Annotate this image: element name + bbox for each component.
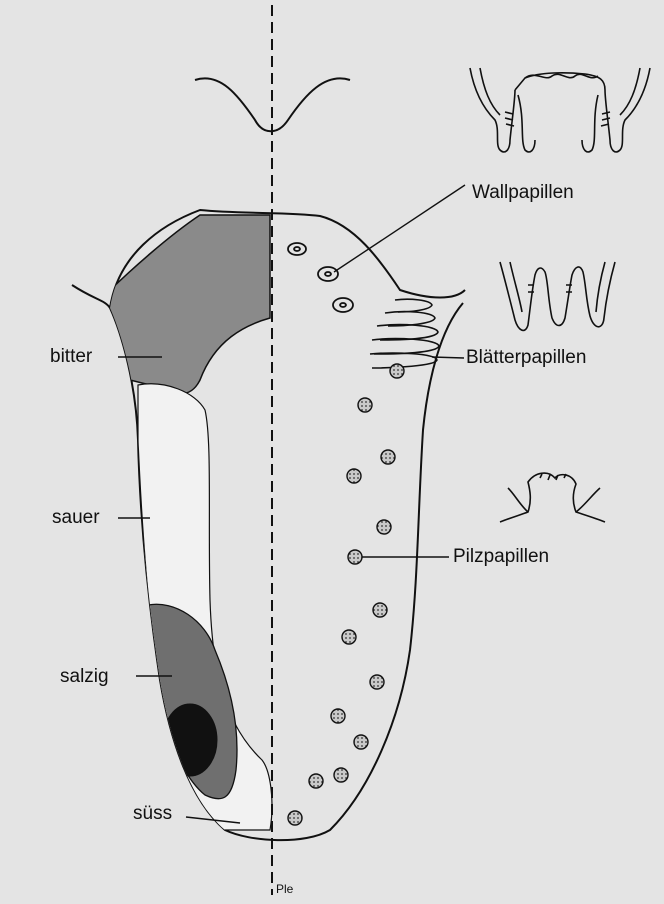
- uvula-curve: [195, 78, 350, 131]
- bitter-zone: [100, 215, 270, 394]
- label-salzig: salzig: [60, 667, 109, 686]
- label-bottom: Ple: [276, 883, 293, 895]
- blaetterpapille-section: [500, 262, 615, 330]
- label-suess: süss: [133, 804, 172, 823]
- label-sauer: sauer: [52, 508, 100, 527]
- label-wallpapillen: Wallpapillen: [472, 183, 574, 202]
- label-bitter: bitter: [50, 347, 92, 366]
- wallpapillen-markers: [288, 243, 353, 312]
- suess-zone: [163, 704, 217, 776]
- pilzpapille-section: [500, 473, 605, 522]
- pilzpapillen-markers: [288, 364, 404, 825]
- wallpapille-section: [470, 68, 650, 152]
- blaetterpapillen-folds: [370, 299, 439, 368]
- label-pilzpapillen: Pilzpapillen: [453, 547, 549, 566]
- label-blaetterpapillen: Blätterpapillen: [466, 348, 586, 367]
